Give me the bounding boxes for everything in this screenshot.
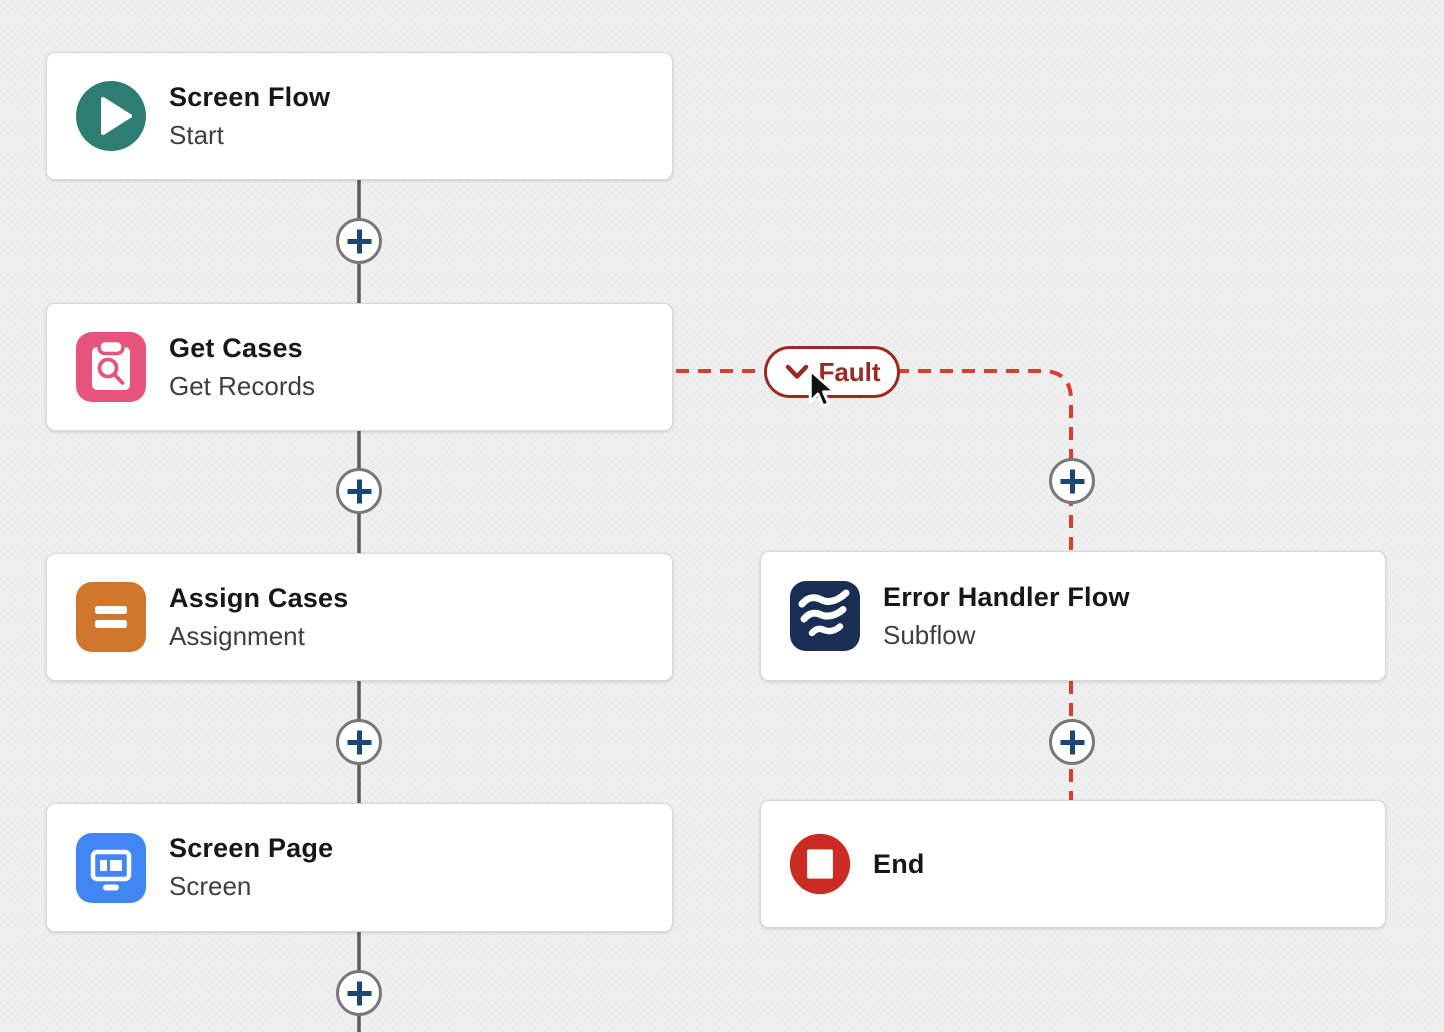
node-subtitle: Get Records (169, 370, 315, 401)
play-icon (76, 81, 146, 151)
flow-node-end[interactable]: End (760, 800, 1386, 928)
node-title: End (873, 848, 925, 879)
node-title: Screen Flow (169, 81, 331, 112)
node-subtitle: Subflow (883, 619, 976, 650)
flow-node-error-handler[interactable]: Error Handler Flow Subflow (760, 551, 1386, 681)
add-element-button[interactable] (336, 218, 382, 264)
add-element-button[interactable] (1049, 719, 1095, 765)
node-subtitle: Screen (169, 871, 252, 901)
node-title: Error Handler Flow (883, 581, 1130, 612)
node-subtitle: Start (169, 119, 224, 150)
subflow-icon (790, 581, 860, 651)
plus-icon (347, 981, 371, 1005)
chevron-down-icon (786, 364, 809, 379)
node-title: Get Cases (169, 332, 303, 363)
flow-node-get-cases[interactable]: Get Cases Get Records (46, 303, 673, 431)
plus-icon (347, 229, 371, 253)
plus-icon (1060, 469, 1084, 493)
plus-icon (1060, 730, 1084, 754)
plus-icon (347, 479, 371, 503)
get-records-icon (76, 332, 146, 402)
node-subtitle: Assignment (169, 620, 305, 651)
screen-icon (76, 832, 146, 903)
end-stop-icon (789, 833, 851, 895)
plus-icon (347, 730, 371, 754)
add-element-button[interactable] (336, 970, 382, 1016)
node-title: Screen Page (169, 833, 334, 863)
flow-node-start[interactable]: Screen Flow Start (46, 52, 673, 180)
add-element-button[interactable] (336, 719, 382, 765)
fault-connector-badge[interactable]: Fault (764, 346, 900, 398)
flow-node-screen-page[interactable]: Screen Page Screen (46, 803, 673, 932)
flow-node-assign-cases[interactable]: Assign Cases Assignment (46, 553, 673, 681)
node-title: Assign Cases (169, 582, 349, 613)
add-element-button[interactable] (336, 468, 382, 514)
fault-connector-path (676, 369, 1073, 551)
add-element-button[interactable] (1049, 458, 1095, 504)
assignment-icon (76, 582, 146, 652)
fault-connector-label: Fault (818, 356, 881, 387)
